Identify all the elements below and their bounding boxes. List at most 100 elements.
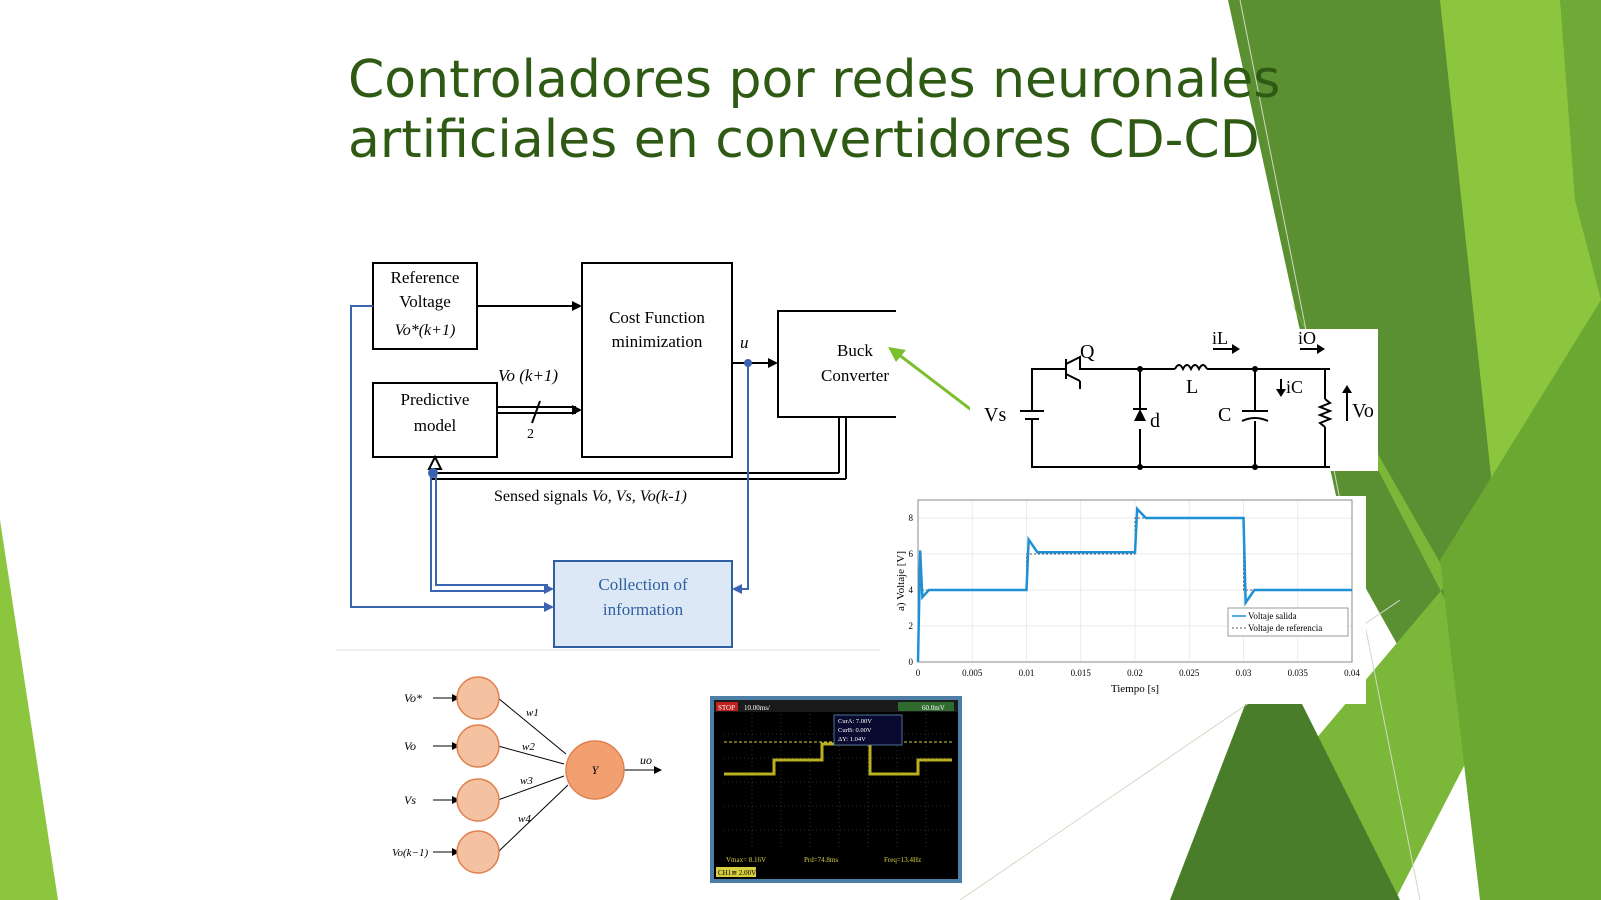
collection-block: Collection of information (553, 560, 733, 648)
nn-input-1: Vo* (404, 691, 422, 705)
chart-x-tick-label: 0.035 (1288, 668, 1309, 678)
buck-circuit: Q iL iO L iC Vs d C Vo (970, 329, 1378, 471)
scope-channel: CH1≅ 2.00V (718, 869, 756, 877)
nn-weight-2: w2 (522, 741, 535, 753)
sensed-signals: Vo, Vs, Vo(k-1) (592, 488, 687, 505)
scope-vmax: Vmax= 8.16V (726, 856, 766, 864)
chart-ylabel: a) Voltaje [V] (895, 551, 907, 611)
cost-label-2: minimization (612, 332, 703, 351)
input-node-4 (456, 830, 500, 874)
circuit-c: C (1218, 404, 1231, 426)
sensed-prefix: Sensed signals (494, 488, 592, 505)
circuit-d: d (1150, 410, 1160, 432)
input-node-1 (456, 676, 500, 720)
nn-weight-3: w3 (520, 775, 533, 787)
blue-arrow-heads (428, 359, 752, 612)
chart-y-tick-label: 0 (909, 657, 914, 667)
u-label: u (740, 333, 749, 352)
circuit-vo: Vo (1352, 400, 1374, 422)
buck-label-1: Buck (837, 341, 873, 360)
cost-label-1: Cost Function (609, 308, 705, 327)
nn-input-2: Vo (404, 739, 416, 753)
nn-weight-4: w4 (518, 813, 531, 825)
chart-plot-frame (917, 499, 1353, 663)
circuit-q: Q (1080, 341, 1095, 363)
bg-shape-right-4 (1180, 300, 1601, 900)
chart-x-tick-label: 0.04 (1344, 668, 1360, 678)
oscilloscope-screen: STOP 10.00ms/ 60.0mV CurA: 7.00V CurB (714, 700, 958, 879)
diagram-arrows (432, 305, 847, 480)
nn-input-4: Vo(k−1) (392, 847, 428, 859)
scope-prd: Prd=74.8ms (804, 856, 838, 864)
title-line-1: Controladores por redes neuronales (348, 50, 1281, 110)
predictive-label-1: Predictive (401, 390, 470, 409)
slide-title: Controladores por redes neuronales artif… (348, 50, 1348, 170)
chart-x-tick-label: 0.02 (1127, 668, 1143, 678)
chart-ticks: 0 0.005 0.01 0.015 0.02 0.025 0.03 0.035 0.04 0 2 4… (909, 513, 1361, 678)
bg-shape-right-3 (1560, 0, 1601, 300)
block-diagram: Reference Voltage Vo*(k+1) Cost Function… (336, 255, 896, 655)
chart-x-tick-label: 0.015 (1071, 668, 1092, 678)
scope-delta: ΔY: 1.04V (838, 736, 866, 743)
chart-x-tick-label: 0.005 (962, 668, 983, 678)
sensed-signals-label: Sensed signals Vo, Vs, Vo(k-1) (494, 488, 687, 505)
chart-y-tick-label: 6 (909, 549, 914, 559)
scope-timebase: 10.00ms/ (744, 704, 770, 712)
circuit-ic: iC (1286, 377, 1303, 397)
circuit-il: iL (1212, 329, 1228, 348)
series-voltaje-salida (916, 506, 1352, 663)
circuit-io: iO (1298, 329, 1316, 348)
reference-label-2: Voltage (399, 292, 451, 311)
bus-width-label: 2 (527, 427, 534, 442)
legend-series-1: Voltaje salida (1248, 611, 1297, 621)
chart-x-tick-label: 0 (916, 668, 921, 678)
chart-y-tick-label: 8 (909, 513, 914, 523)
series-voltaje-referencia (918, 517, 1352, 591)
output-node (565, 740, 625, 800)
nn-output-node-label: Y (592, 763, 600, 777)
chart-legend: Voltaje salida Voltaje de referencia (1227, 607, 1349, 637)
bg-shape-right-6 (1440, 300, 1601, 900)
scope-svg: STOP 10.00ms/ 60.0mV CurA: 7.00V CurB (714, 700, 958, 877)
chart-x-tick-label: 0.025 (1179, 668, 1200, 678)
input-node-2 (456, 724, 500, 768)
scope-trigger: 60.0mV (922, 704, 945, 712)
chart-x-tick-label: 0.03 (1236, 668, 1252, 678)
chart-xlabel: Tiempo [s] (1111, 683, 1159, 695)
input-node-3 (456, 778, 500, 822)
chart-y-tick-label: 2 (909, 621, 914, 631)
scope-trace (724, 742, 952, 776)
buck-converter-block: Buck Converter (777, 310, 896, 418)
collection-label-1: Collection of (598, 575, 688, 594)
bg-shape-left (0, 520, 58, 900)
scope-cursor-a: CurA: 7.00V (838, 718, 872, 725)
nn-weight-1: w1 (526, 707, 539, 719)
predictive-model-block: Predictive model (372, 382, 498, 458)
chart-y-tick-label: 4 (909, 585, 914, 595)
title-line-2: artificiales en convertidores CD-CD (348, 110, 1260, 170)
neural-network: Vo* Vo Vs Vo(k−1) w1 w2 w3 w4 Y uo (388, 672, 688, 882)
chart-x-tick-label: 0.01 (1019, 668, 1035, 678)
reference-label-1: Reference (391, 268, 460, 287)
buck-label-2: Converter (821, 366, 889, 385)
scope-freq: Freq=13.4Hz (884, 856, 921, 864)
scope-status: STOP (718, 704, 735, 712)
voltage-chart: 0 0.005 0.01 0.015 0.02 0.025 0.03 0.035 0.04 0 2 4… (880, 496, 1366, 704)
reference-voltage-block: Reference Voltage Vo*(k+1) (372, 262, 478, 350)
scope-cursor-b: CurB: 0.00V (838, 727, 872, 734)
bg-shape-right-5 (1170, 640, 1400, 900)
collection-label-2: information (603, 600, 684, 619)
oscilloscope-capture: STOP 10.00ms/ 60.0mV CurA: 7.00V CurB (710, 696, 962, 883)
chart-series (916, 506, 1352, 663)
arrow-heads (572, 301, 778, 415)
nn-output: uo (640, 753, 652, 767)
predictive-label-2: model (414, 416, 457, 435)
legend-series-2: Voltaje de referencia (1248, 623, 1322, 633)
vo-k1-label: Vo (k+1) (498, 366, 558, 385)
reference-formula: Vo*(k+1) (395, 322, 456, 339)
cost-function-block: Cost Function minimization (581, 262, 733, 458)
circuit-vs: Vs (984, 404, 1006, 426)
circuit-l: L (1186, 376, 1198, 398)
